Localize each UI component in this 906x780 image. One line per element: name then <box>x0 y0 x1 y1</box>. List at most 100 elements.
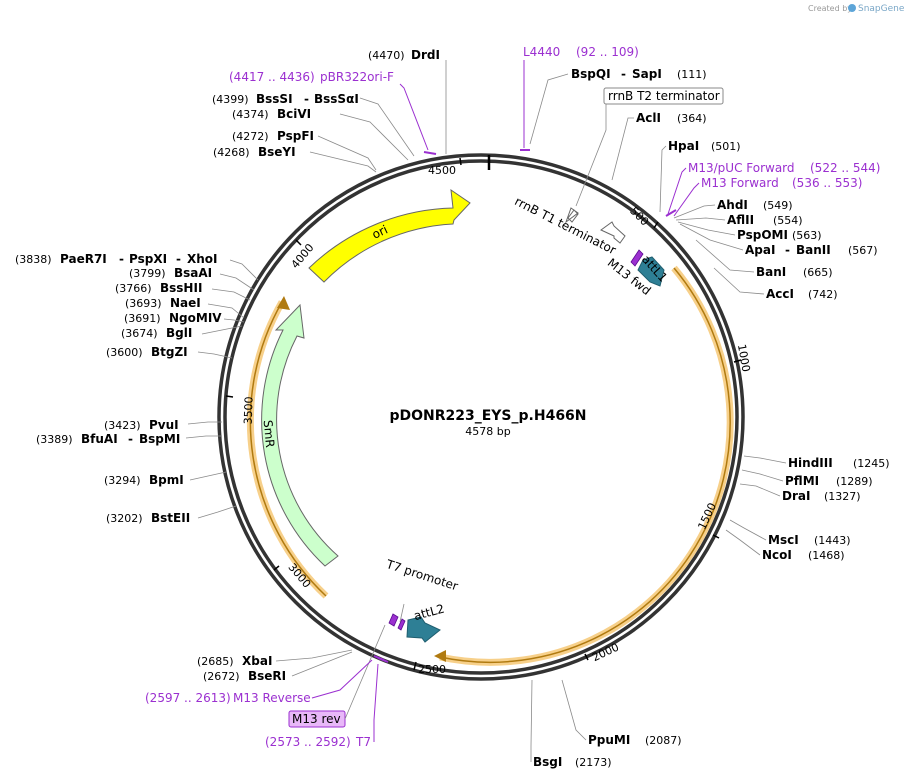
svg-text:2000: 2000 <box>590 641 621 665</box>
site-bpmi: (3294) BpmI <box>104 471 227 487</box>
tick-500: 500 <box>627 204 659 228</box>
svg-text:T7: T7 <box>355 735 371 749</box>
svg-text:(522 .. 544): (522 .. 544) <box>810 161 880 175</box>
tick-2500: 2500 <box>413 661 446 676</box>
svg-text:BfuAI: BfuAI <box>81 432 118 446</box>
m13-rev-feature <box>397 618 406 631</box>
svg-text:(3691): (3691) <box>124 312 161 325</box>
svg-text:HindIII: HindIII <box>788 456 833 470</box>
svg-text:(742): (742) <box>808 288 838 301</box>
svg-text:BstEII: BstEII <box>151 511 190 525</box>
site-bsshii: (3766) BssHII <box>115 281 251 301</box>
orf-band-line <box>439 267 731 664</box>
svg-text:(3766): (3766) <box>115 282 152 295</box>
svg-text:(3294): (3294) <box>104 474 141 487</box>
svg-text:(4417 .. 4436): (4417 .. 4436) <box>229 70 315 84</box>
snapgene-logo-icon <box>848 4 856 12</box>
svg-text:pBR322ori-F: pBR322ori-F <box>320 70 394 84</box>
svg-text:1000: 1000 <box>735 343 753 373</box>
svg-text:-: - <box>176 252 181 266</box>
svg-text:(92 .. 109): (92 .. 109) <box>576 45 639 59</box>
svg-text:PspFI: PspFI <box>277 129 314 143</box>
svg-text:BsaAI: BsaAI <box>174 266 212 280</box>
svg-text:BseRI: BseRI <box>248 669 286 683</box>
svg-text:(1443): (1443) <box>814 534 851 547</box>
primer-m13-forward: M13 Forward (536 .. 553) <box>665 176 862 217</box>
svg-text:AflII: AflII <box>727 213 754 227</box>
svg-text:(4399): (4399) <box>212 93 249 106</box>
svg-text:-: - <box>621 67 626 81</box>
rrnb-t1-label: rrnB T1 terminator <box>512 194 618 257</box>
svg-text:(4268): (4268) <box>213 146 250 159</box>
svg-text:HpaI: HpaI <box>668 139 699 153</box>
backbone <box>217 153 745 681</box>
smr-label: SmR <box>261 419 277 448</box>
svg-text:(536 .. 553): (536 .. 553) <box>792 176 862 190</box>
site-ppumi: PpuMI (2087) <box>561 679 682 747</box>
svg-text:(567): (567) <box>848 244 878 257</box>
primer-m13-puc-forward: M13/pUC Forward (522 .. 544) <box>667 161 880 215</box>
rrnb-t2-label: rrnB T2 terminator <box>575 87 724 207</box>
svg-text:AhdI: AhdI <box>717 198 748 212</box>
svg-text:-: - <box>785 243 790 257</box>
svg-text:(2573 .. 2592): (2573 .. 2592) <box>265 735 351 749</box>
svg-text:XbaI: XbaI <box>242 654 272 668</box>
svg-text:(2672): (2672) <box>203 670 240 683</box>
svg-text:BssHII: BssHII <box>160 281 202 295</box>
tick-3500: 3500 <box>225 395 256 425</box>
svg-text:(2597 .. 2613): (2597 .. 2613) <box>145 691 231 705</box>
attl2-leader <box>399 603 405 623</box>
site-hpai: HpaI (501) <box>659 139 741 213</box>
svg-text:(3423): (3423) <box>104 419 141 432</box>
attl2-label: attL2 <box>412 602 446 624</box>
site-bfuai: (3389) BfuAI - BspMI <box>36 432 222 446</box>
primer-pbr322ori-f: (4417 .. 4436) pBR322ori-F <box>229 70 437 155</box>
ori-label: ori <box>370 222 390 241</box>
svg-text:4500: 4500 <box>428 164 456 177</box>
t7-promoter-label: T7 promoter <box>384 557 460 594</box>
ori-feature <box>308 188 471 283</box>
svg-text:PspOMI: PspOMI <box>737 228 788 242</box>
svg-text:BspMI: BspMI <box>139 432 180 446</box>
svg-text:(2173): (2173) <box>575 756 612 769</box>
svg-text:(1327): (1327) <box>824 490 861 503</box>
svg-text:M13 Forward: M13 Forward <box>701 176 779 190</box>
site-bgli: (3674) BglI <box>121 325 243 340</box>
attl2-feature <box>406 616 441 643</box>
site-acli: AclI (364) <box>611 111 707 181</box>
svg-text:(3838): (3838) <box>15 253 52 266</box>
svg-text:(501): (501) <box>711 140 741 153</box>
svg-text:-: - <box>128 432 133 446</box>
plasmid-length: 4578 bp <box>465 425 510 438</box>
svg-text:DrdI: DrdI <box>411 48 440 62</box>
svg-text:ApaI: ApaI <box>745 243 775 257</box>
svg-text:(3799): (3799) <box>129 267 166 280</box>
svg-text:(111): (111) <box>677 68 707 81</box>
site-bseyi: (4268) BseYI <box>213 145 377 173</box>
svg-text:BseYI: BseYI <box>258 145 296 159</box>
svg-text:M13 rev: M13 rev <box>292 712 341 726</box>
primer-t7: (2573 .. 2592) T7 <box>265 657 389 749</box>
svg-text:(1289): (1289) <box>836 475 873 488</box>
site-xbai: (2685) XbaI <box>197 649 353 668</box>
svg-text:(3693): (3693) <box>125 297 162 310</box>
svg-text:-: - <box>304 92 309 106</box>
svg-text:BssSI: BssSI <box>256 92 293 106</box>
svg-text:(4470): (4470) <box>368 49 405 62</box>
svg-text:BglI: BglI <box>166 326 192 340</box>
svg-text:BciVI: BciVI <box>277 107 311 121</box>
svg-text:(1245): (1245) <box>853 457 890 470</box>
smr-orf-band-line <box>249 301 327 597</box>
svg-text:BsgI: BsgI <box>533 755 562 769</box>
site-bsaai: (3799) BsaAI <box>129 266 255 291</box>
site-bspqi: BspQI - SapI (111) <box>529 67 707 145</box>
site-ngomiv: (3691) NgoMIV <box>124 311 245 325</box>
svg-text:(563): (563) <box>792 229 822 242</box>
site-bani: BanI (665) <box>695 239 833 279</box>
svg-text:(665): (665) <box>803 266 833 279</box>
svg-text:NcoI: NcoI <box>762 548 792 562</box>
svg-text:MscI: MscI <box>768 533 799 547</box>
svg-text:(4272): (4272) <box>232 130 269 143</box>
svg-text:PaeR7I: PaeR7I <box>60 252 107 266</box>
